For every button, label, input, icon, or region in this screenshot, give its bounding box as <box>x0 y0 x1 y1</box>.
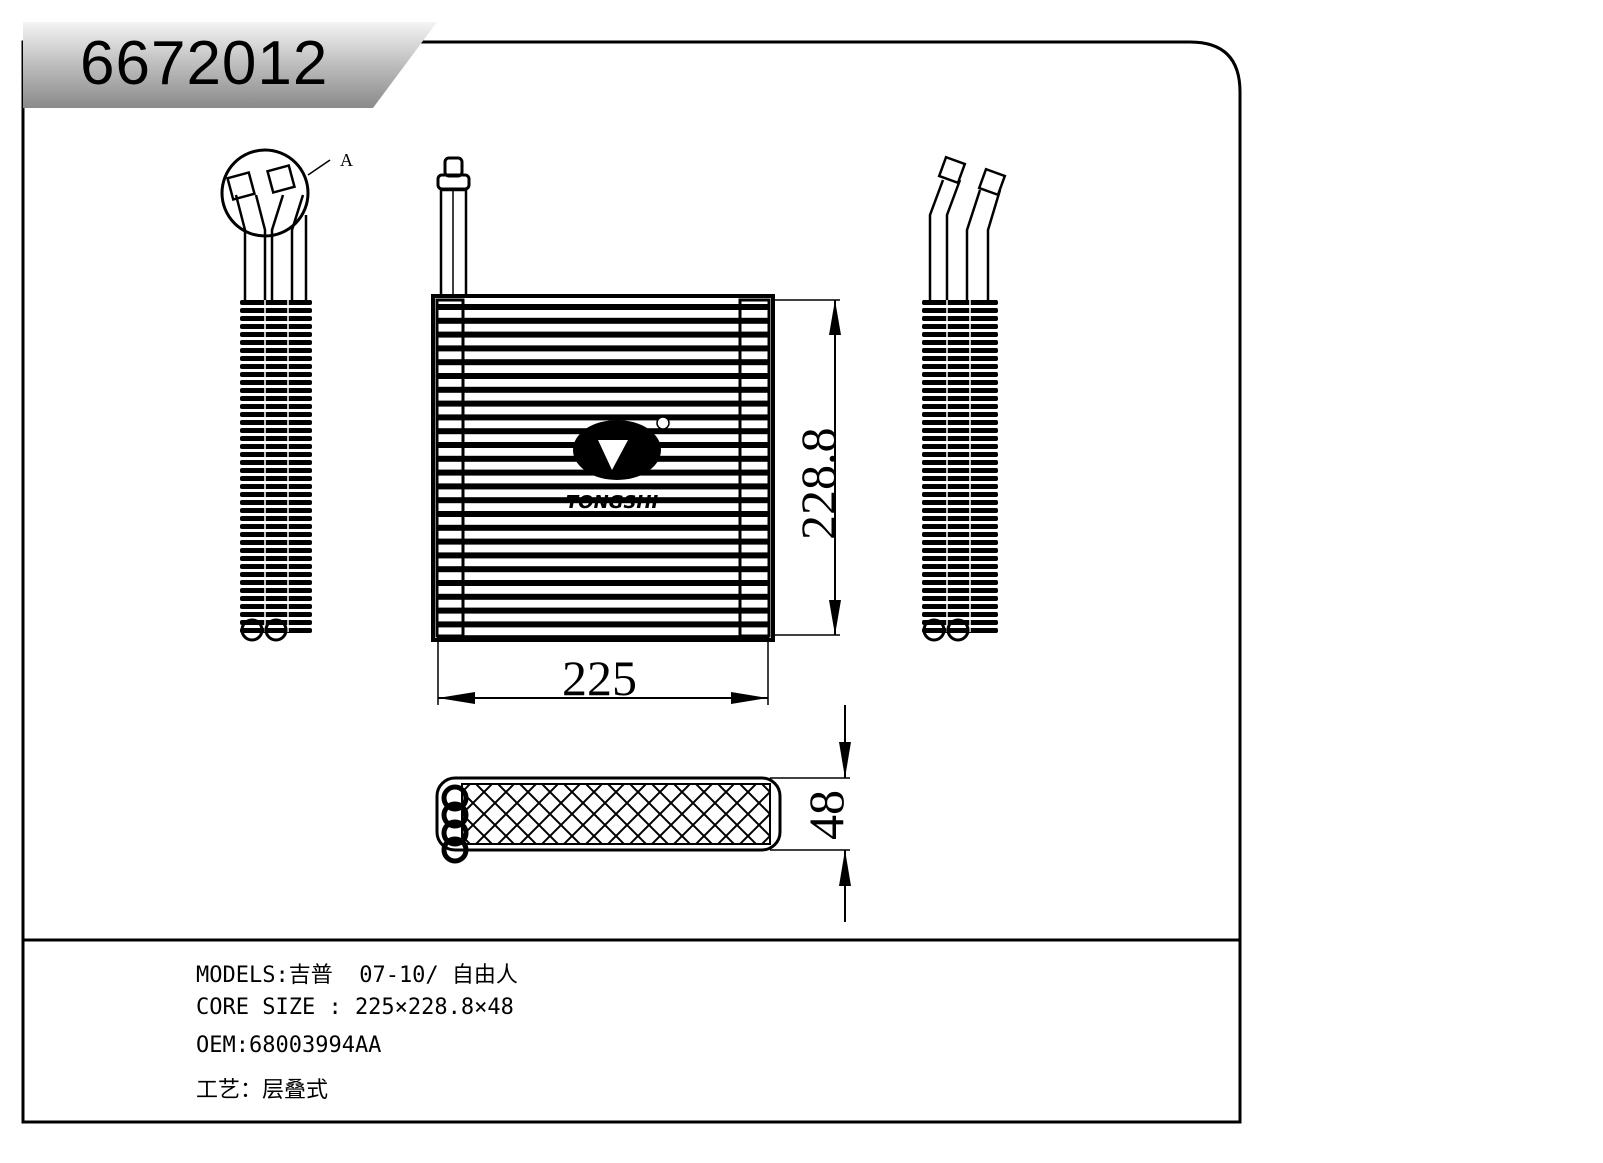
width-dimension: 225 <box>437 640 769 706</box>
process-line: 工艺：层叠式 <box>196 1078 329 1103</box>
depth-dimension: 48 <box>770 705 854 922</box>
svg-text:TONGSHI: TONGSHI <box>566 492 658 513</box>
bottom-view <box>435 776 782 864</box>
models-line: MODELS:吉普 07-10/ 自由人 <box>196 963 518 988</box>
oem-line: OEM:68003994AA <box>196 1033 382 1058</box>
brand-logo: TONGSHI <box>566 416 670 513</box>
right-side-view <box>922 155 1007 642</box>
front-view: TONGSHI <box>431 156 775 642</box>
title-tab <box>23 22 437 108</box>
depth-value: 48 <box>798 790 854 840</box>
height-value: 228.8 <box>790 428 846 541</box>
core-size-line: CORE SIZE : 225×228.8×48 <box>196 995 514 1020</box>
width-value: 225 <box>562 650 637 706</box>
part-number-title: 6672012 <box>80 29 329 98</box>
left-side-view: A <box>220 148 353 642</box>
height-dimension: 228.8 <box>773 299 846 636</box>
detail-label: A <box>340 150 353 170</box>
drawing-frame <box>21 40 1242 1124</box>
